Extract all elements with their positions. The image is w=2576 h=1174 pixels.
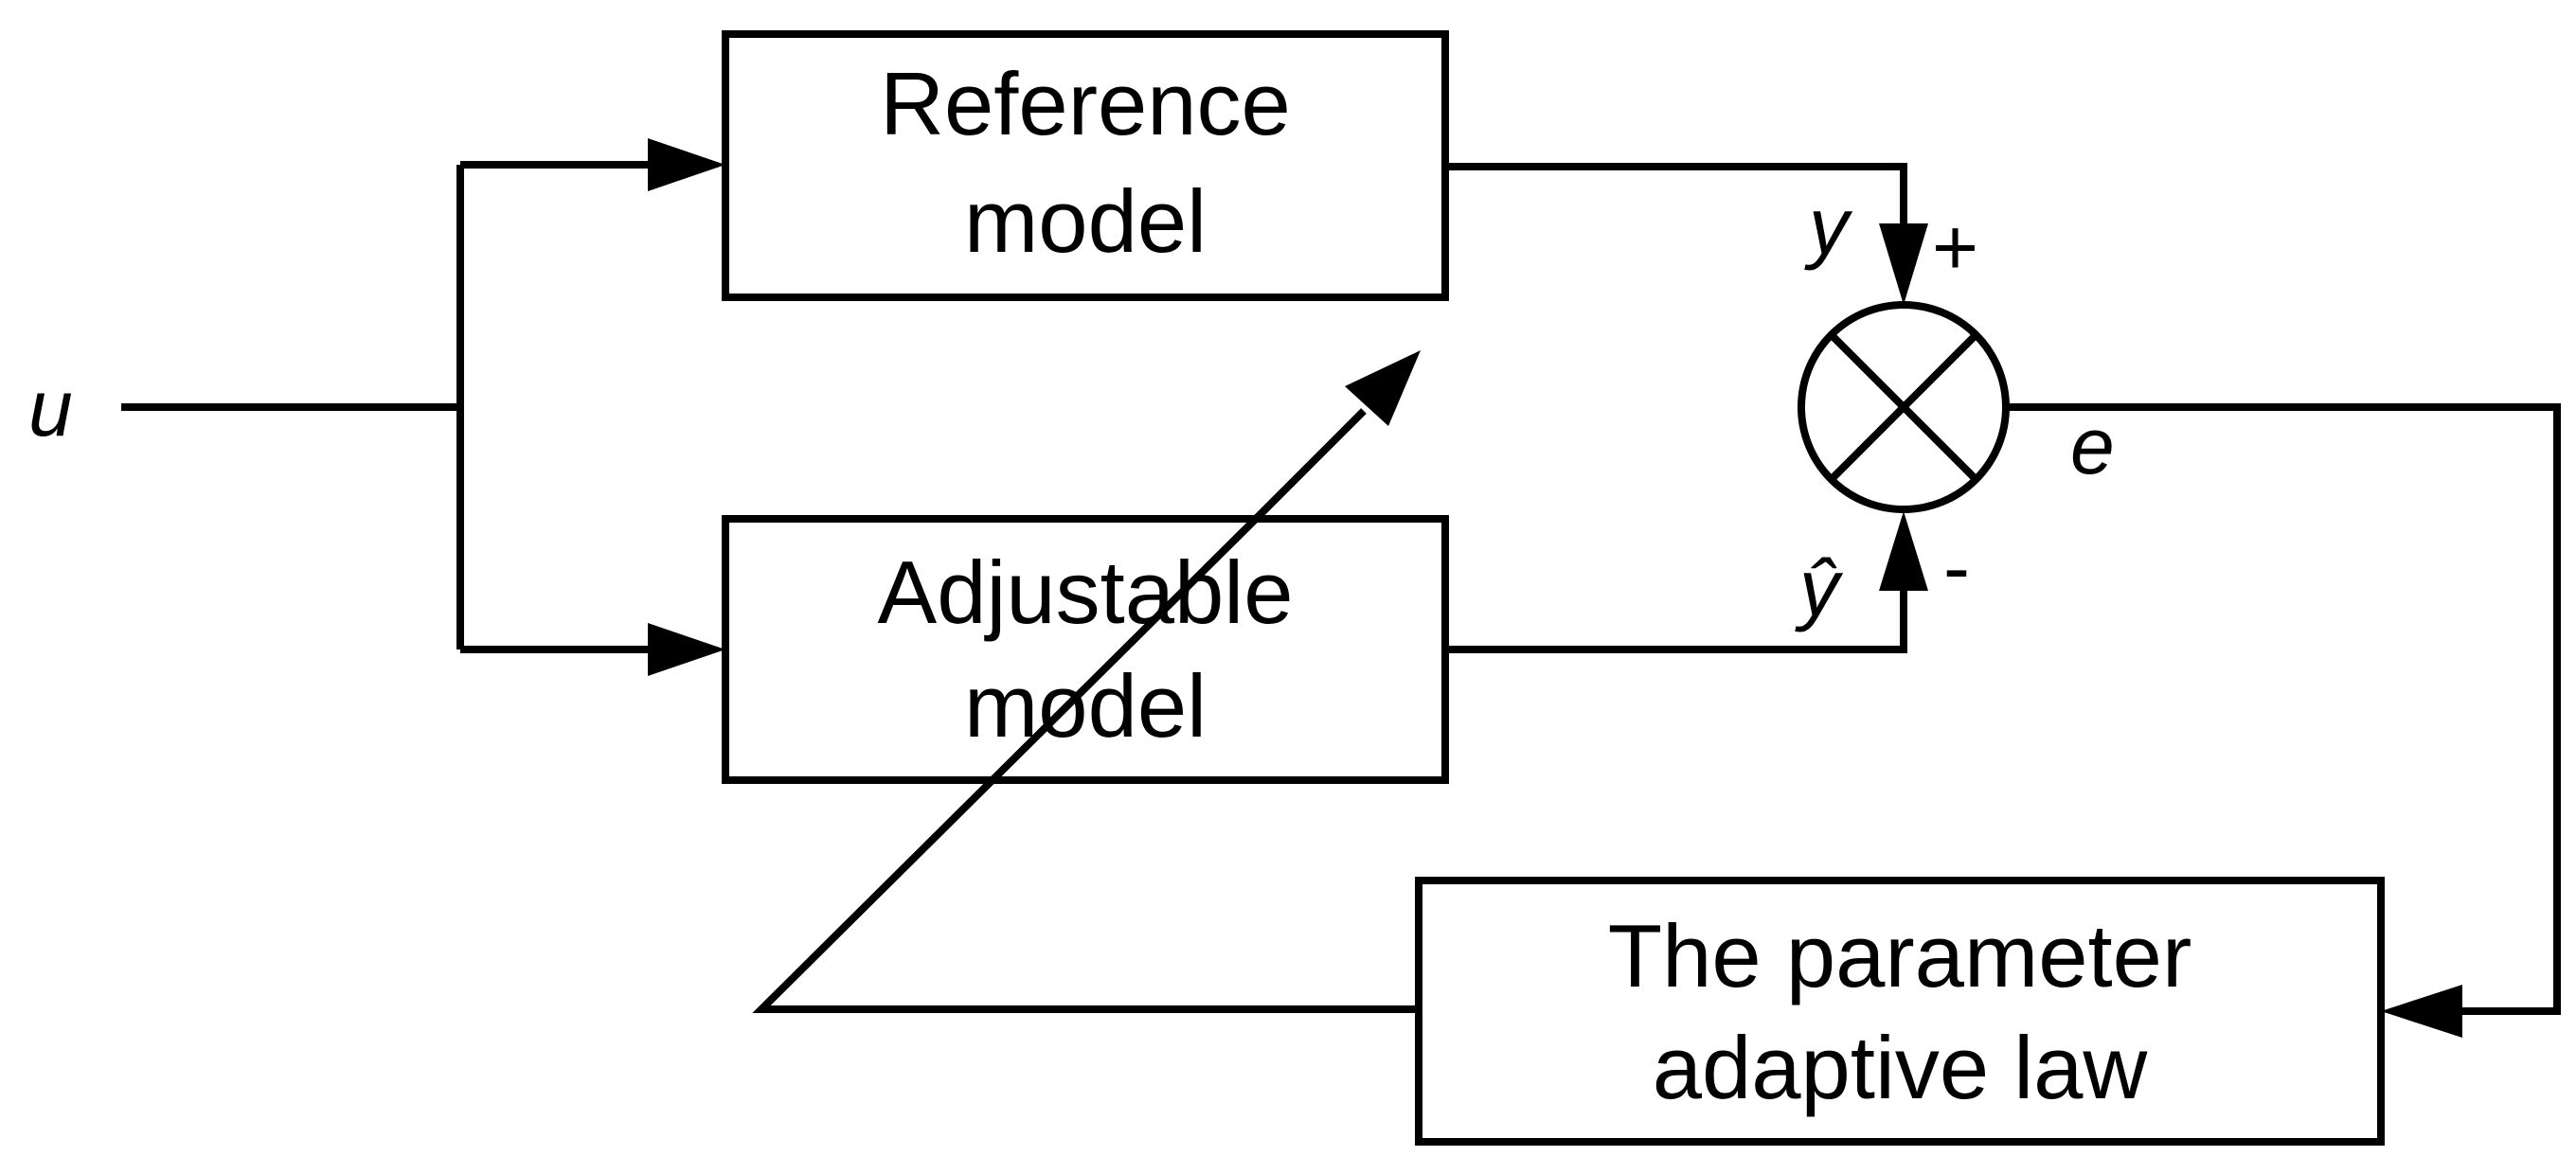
arrowhead-to-reference [648,138,725,191]
error-label: e [2070,401,2115,490]
minus-sign: - [1943,523,1970,612]
reference-model-label-line1: Reference [880,54,1291,153]
adaptation-arrow-line [1253,408,1367,522]
adaptation-line [752,516,1419,1013]
adaptive-law-label-line1: The parameter [1608,906,2192,1005]
reference-output-line [1445,163,1907,237]
error-line [2006,403,2561,1015]
arrowhead-adjustment [1345,350,1421,426]
adaptive-law-label-line2: adaptive law [1653,1018,2149,1117]
input-label: u [28,364,73,453]
adjustable-model-label-line1: Adjustable [878,543,1294,642]
arrowhead-yhat-up [1879,511,1928,591]
adjustable-model-label-line2: model [964,656,1207,756]
plus-sign: + [1932,203,1978,292]
arrowhead-to-adjustable [648,623,725,676]
adjustable-output-line [1445,578,1907,653]
junction-cross-b [1829,332,1978,482]
arrowhead-y-down [1879,223,1928,305]
adjustable-output-label: ŷ [1795,543,1844,632]
reference-model-label-line2: model [964,171,1207,271]
arrowhead-to-adaptive-law [2381,985,2462,1038]
reference-output-label: y [1804,182,1853,271]
